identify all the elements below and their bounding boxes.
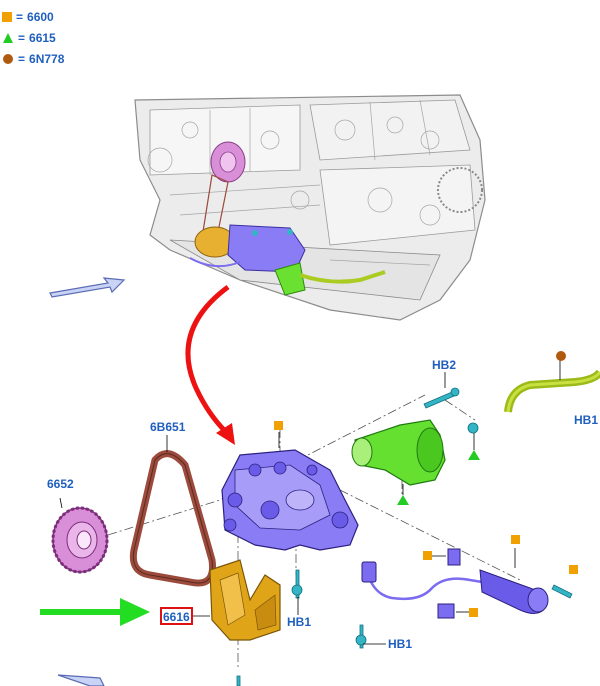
highlight-box-6616 xyxy=(160,607,193,625)
orange-square-icon xyxy=(569,565,578,574)
orange-square-icon xyxy=(469,608,478,617)
callout-markers xyxy=(274,351,578,617)
oil-tube xyxy=(504,358,600,413)
oil-baffle-6616 xyxy=(209,559,281,641)
legend-code: 6600 xyxy=(27,9,54,24)
orange-square-icon xyxy=(423,551,432,560)
legend: = 6600 = 6615 = 6N778 xyxy=(2,6,64,69)
legend-code: 6615 xyxy=(29,30,56,45)
legend-eq: = xyxy=(18,30,26,45)
legend-item-6615: = 6615 xyxy=(2,27,64,48)
brown-circle-icon xyxy=(556,351,566,361)
orange-square-icon xyxy=(274,421,283,430)
red-curved-arrow xyxy=(185,284,235,445)
label-hb1-bottom: HB1 xyxy=(388,637,412,651)
label-6652: 6652 xyxy=(47,477,74,491)
legend-code: 6N778 xyxy=(29,51,65,66)
legend-item-6n778: = 6N778 xyxy=(2,48,64,69)
oil-pressure-sensor-wiring xyxy=(361,548,549,619)
label-hb1-top: HB1 xyxy=(574,413,598,427)
green-pointer-arrow xyxy=(40,598,150,626)
oil-filter-housing xyxy=(351,419,446,486)
green-triangle-icon xyxy=(2,32,14,44)
legend-item-6600: = 6600 xyxy=(2,6,64,27)
legend-eq: = xyxy=(18,51,26,66)
label-hb1-mid: HB1 xyxy=(287,615,311,629)
chain-belt-6b651 xyxy=(129,435,217,587)
green-triangle-icon xyxy=(468,450,480,460)
view-direction-arrow-top xyxy=(49,277,126,298)
engine-block-illustration xyxy=(134,94,486,321)
bolts xyxy=(236,387,573,686)
crank-sprocket-6652 xyxy=(51,497,109,574)
orange-square-icon xyxy=(2,11,12,22)
green-triangle-icon xyxy=(397,495,409,505)
brown-circle-icon xyxy=(2,53,14,65)
oil-pump-assembly xyxy=(221,449,359,551)
legend-eq: = xyxy=(16,9,24,24)
view-direction-arrow-bottom xyxy=(57,674,105,686)
label-6616: 6616 xyxy=(163,610,190,624)
label-hb2: HB2 xyxy=(432,358,456,372)
orange-square-icon xyxy=(511,535,520,544)
label-6b651: 6B651 xyxy=(150,420,186,434)
